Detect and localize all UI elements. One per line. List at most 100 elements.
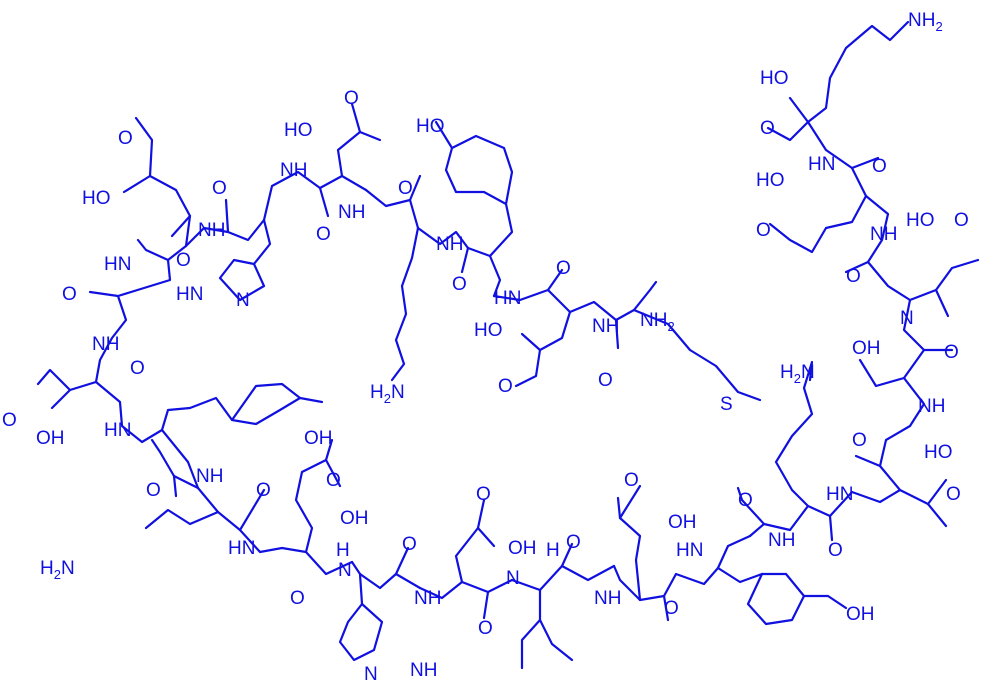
atom-label-o-57: O [176, 250, 191, 271]
bond-39 [172, 474, 178, 498]
atom-label-ho-66: HO [284, 120, 313, 141]
atom-label-o-29: O [566, 532, 581, 553]
atom-label-hn-3: HN [808, 154, 835, 175]
bond-14 [748, 504, 810, 538]
bond-21 [616, 496, 642, 602]
bond-57 [444, 134, 514, 258]
bond-10 [926, 502, 948, 528]
atom-label-o-41: O [290, 588, 305, 609]
bond-22 [618, 484, 642, 520]
atom-label-o-16: O [852, 430, 867, 451]
bond-layer [36, 20, 980, 670]
bond-51 [336, 102, 362, 178]
bond-26 [538, 618, 574, 662]
atom-label-n-38: N [338, 560, 352, 581]
bond-19 [612, 564, 720, 602]
atom-label-nh-47: NH [196, 466, 223, 487]
atom-label-ho-76: HO [474, 320, 503, 341]
bond-59 [492, 268, 564, 302]
atom-label-nh-35: NH [414, 588, 441, 609]
atom-label-h2n-h-72: H2N [370, 382, 405, 406]
bond-67 [170, 214, 192, 238]
bond-24 [560, 542, 574, 568]
atom-label-ho-73: HO [416, 116, 445, 137]
atom-label-o-50: O [130, 358, 145, 379]
atom-label-h-37: H [336, 540, 350, 561]
bond-65 [134, 116, 192, 248]
atom-label-nh-21: NH [768, 530, 795, 551]
atom-label-o-79: O [598, 370, 613, 391]
bond-34 [294, 458, 354, 576]
atom-label-o-22: O [738, 490, 753, 511]
atom-label-oh-53: OH [36, 428, 65, 449]
atom-label-o-55: O [62, 284, 77, 305]
bond-13 [828, 514, 834, 542]
atom-label-o-18: O [946, 484, 961, 505]
atom-label-o-32: O [478, 618, 493, 639]
bond-2 [768, 120, 868, 254]
bond-43 [36, 368, 72, 392]
atom-label-hn-42: HN [228, 538, 255, 559]
atom-label-o-36: O [402, 534, 417, 555]
atom-label-o-61: O [118, 128, 133, 149]
atom-label-nh-78: NH [592, 316, 619, 337]
bond-33 [338, 572, 384, 662]
atom-label-hn-59: HN [176, 284, 203, 305]
atom-label-o-65: O [316, 224, 331, 245]
bond-31 [350, 560, 422, 590]
bond-23 [510, 564, 616, 592]
bond-50 [318, 186, 330, 218]
atom-label-ho-1: HO [760, 68, 789, 89]
atom-label-o-2: O [760, 118, 775, 139]
bond-41 [298, 396, 324, 404]
atom-label-o-4: O [872, 156, 887, 177]
atom-label-o-48: O [146, 480, 161, 501]
bond-40 [160, 382, 302, 490]
atom-label-oh-24: OH [846, 604, 875, 625]
atom-label-o-33: O [476, 484, 491, 505]
atom-label-hn-49: HN [104, 420, 131, 441]
atom-label-nh2-main-80: NH2 [640, 310, 675, 334]
bond-55 [390, 226, 420, 382]
bond-7 [902, 298, 954, 352]
bond-35 [324, 438, 334, 462]
atom-label-h2n-h-14: H2N [780, 362, 815, 386]
bond-36 [144, 508, 308, 554]
bond-46 [136, 238, 170, 262]
bond-44 [94, 258, 172, 384]
atom-label-n-11: N [900, 308, 914, 329]
atom-label-nh-15: NH [918, 396, 945, 417]
atom-label-oh-51: OH [304, 428, 333, 449]
atom-label-nh-54: NH [92, 334, 119, 355]
atom-label-oh-43: OH [340, 508, 369, 529]
bond-12 [774, 360, 902, 518]
bond-25 [520, 588, 542, 670]
atom-label-n-39: N [364, 664, 378, 685]
bond-16 [716, 534, 764, 584]
atom-label-n-60: N [236, 290, 250, 311]
atom-label-nh-28: NH [594, 588, 621, 609]
atom-label-o-45: O [256, 480, 271, 501]
bond-29 [454, 498, 486, 584]
atom-label-ho-8: HO [906, 210, 935, 231]
atom-label-ho-5: HO [756, 170, 785, 191]
atom-label-ho-62: HO [82, 188, 111, 209]
bond-49 [218, 218, 272, 302]
atom-label-hn-19: HN [826, 484, 853, 505]
bond-32 [394, 546, 410, 576]
bond-37 [238, 488, 266, 532]
atom-label-o-6: O [756, 220, 771, 241]
atom-label-nh-58: NH [198, 220, 225, 241]
atom-label-h2n-h-46: H2N [40, 558, 75, 582]
bond-4 [864, 194, 980, 302]
bond-20 [662, 594, 670, 622]
bond-53 [364, 174, 422, 208]
bond-11 [854, 454, 882, 468]
atom-label-h-31: H [546, 540, 560, 561]
bond-45 [88, 290, 120, 298]
bond-52 [358, 130, 382, 142]
atom-label-nh-70: NH [436, 234, 463, 255]
bond-18 [802, 594, 848, 610]
